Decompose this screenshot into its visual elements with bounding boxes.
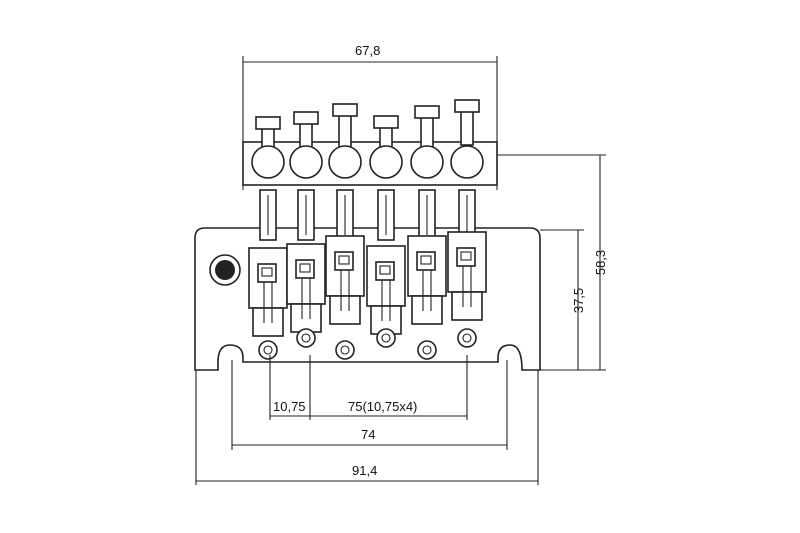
- height-total-label: 58,3: [593, 249, 609, 276]
- saddle: [325, 103, 365, 360]
- string-spacing-label: 10,75: [273, 399, 306, 414]
- locking-knob: [209, 254, 241, 286]
- saddle-screw: [376, 328, 396, 348]
- saddle-screw: [457, 328, 477, 348]
- height-base-label: 37,5: [571, 287, 587, 314]
- saddle: [366, 115, 406, 348]
- top-width-label: 67,8: [355, 43, 381, 58]
- total-width-label: 91,4: [352, 463, 378, 478]
- right-dimension-lines: [497, 154, 606, 371]
- saddle-screw: [335, 340, 355, 360]
- post-spacing-label: 74: [361, 427, 376, 442]
- saddle: [407, 105, 447, 360]
- bottom-dimension-lines: [195, 355, 539, 485]
- saddle: [248, 116, 288, 360]
- saddle-screw: [417, 340, 437, 360]
- saddle: [286, 111, 326, 348]
- saddle: [447, 99, 487, 348]
- spacing-span-label: 75(10,75x4): [348, 399, 418, 414]
- saddle-screw: [258, 340, 278, 360]
- saddle-screw: [296, 328, 316, 348]
